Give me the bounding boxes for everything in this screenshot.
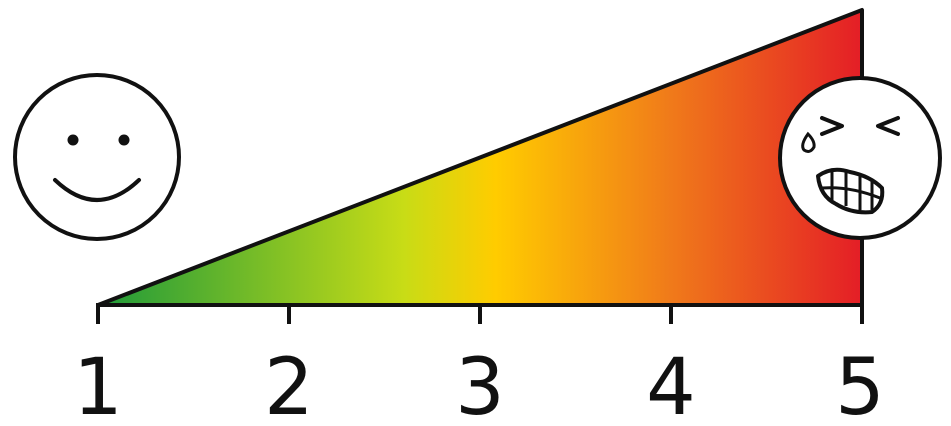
tick-label-2: 2 [264,343,314,426]
tick-label-1: 1 [73,343,123,426]
tick-label-5: 5 [835,343,885,426]
smiley-face-icon [13,73,181,241]
tick-label-4: 4 [646,343,696,426]
tick-labels: 1 2 3 4 5 [73,343,885,426]
tick-label-3: 3 [455,343,505,426]
angry-crying-face-icon [778,76,942,240]
gradient-wedge [96,8,864,307]
tick-marks [96,305,864,324]
